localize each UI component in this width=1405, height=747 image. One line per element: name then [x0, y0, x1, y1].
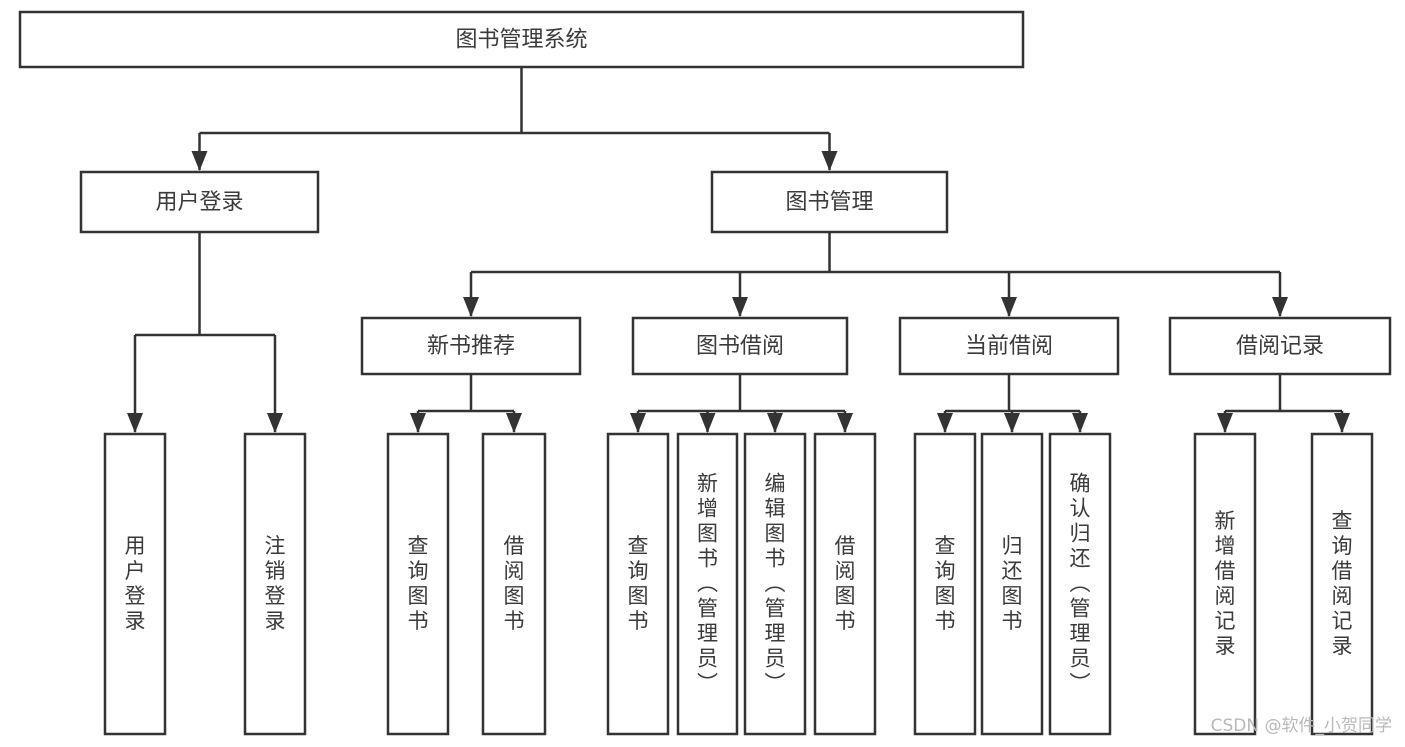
node-leaf-user-login-1-label: 注销登录 [265, 534, 286, 633]
arrow-head-icon [463, 297, 479, 317]
node-leaf-new-book-recommend-1-box[interactable] [481, 432, 547, 736]
arrow-head-icon [1272, 297, 1288, 317]
node-leaf-user-login-1[interactable]: 注销登录 [243, 432, 307, 736]
node-level2-2-label: 当前借阅 [965, 334, 1053, 359]
arrow-head-icon [267, 413, 283, 433]
node-leaf-user-login-0-box[interactable] [103, 432, 167, 736]
node-leaf-book-borrow-2-box[interactable] [743, 432, 807, 736]
node-root-system[interactable]: 图书管理系统 [18, 10, 1025, 69]
node-leaf-new-book-recommend-1[interactable]: 借阅图书 [481, 432, 547, 736]
node-level2-0[interactable]: 新书推荐 [360, 316, 582, 376]
node-leaf-book-borrow-3-box[interactable] [813, 432, 877, 736]
node-level2-1-box[interactable] [631, 316, 849, 376]
node-leaf-book-borrow-1-box[interactable] [676, 432, 739, 736]
node-leaf-current-borrow-2-label: 确认归还︵管理员︶ [1070, 472, 1091, 696]
arrow-head-icon [1072, 413, 1088, 433]
arrow-head-icon [732, 297, 748, 317]
node-level2-2[interactable]: 当前借阅 [898, 316, 1120, 376]
node-leaf-book-borrow-1[interactable]: 新增图书︵管理员︶ [676, 432, 739, 736]
node-leaf-book-borrow-0[interactable]: 查询图书 [606, 432, 670, 736]
node-leaf-new-book-recommend-1-label: 借阅图书 [504, 534, 525, 633]
node-leaf-book-borrow-2[interactable]: 编辑图书︵管理员︶ [743, 432, 807, 736]
node-level2-2-box[interactable] [898, 316, 1120, 376]
arrow-head-icon [767, 413, 783, 433]
node-level1-1[interactable]: 图书管理 [710, 170, 949, 234]
csdn-watermark: CSDN @软件_小贺同学 [1211, 716, 1392, 736]
node-level1-0-label: 用户登录 [155, 190, 243, 215]
node-leaf-current-borrow-2[interactable]: 确认归还︵管理员︶ [1048, 432, 1112, 736]
node-leaf-current-borrow-0[interactable]: 查询图书 [913, 432, 977, 736]
node-level1-0-box[interactable] [79, 170, 320, 234]
node-leaf-borrow-record-1[interactable]: 查询借阅记录 [1310, 432, 1374, 736]
node-leaf-user-login-1-box[interactable] [243, 432, 307, 736]
node-leaf-user-login-0[interactable]: 用户登录 [103, 432, 167, 736]
node-leaf-book-borrow-0-box[interactable] [606, 432, 670, 736]
node-level1-0[interactable]: 用户登录 [79, 170, 320, 234]
node-level2-1[interactable]: 图书借阅 [631, 316, 849, 376]
arrow-head-icon [506, 413, 522, 433]
node-level2-3-box[interactable] [1168, 316, 1392, 376]
node-level1-1-box[interactable] [710, 170, 949, 234]
node-leaf-borrow-record-0[interactable]: 新增借阅记录 [1193, 432, 1257, 736]
node-leaf-new-book-recommend-0-box[interactable] [386, 432, 450, 736]
node-leaf-book-borrow-3-label: 借阅图书 [835, 534, 856, 633]
node-level2-3-label: 借阅记录 [1236, 334, 1324, 359]
node-leaf-current-borrow-1-box[interactable] [980, 432, 1044, 736]
node-leaf-new-book-recommend-0[interactable]: 查询图书 [386, 432, 450, 736]
node-leaf-borrow-record-1-box[interactable] [1310, 432, 1374, 736]
arrow-head-icon [1001, 297, 1017, 317]
node-leaf-current-borrow-1[interactable]: 归还图书 [980, 432, 1044, 736]
node-leaf-new-book-recommend-0-label: 查询图书 [408, 534, 429, 633]
node-leaf-book-borrow-0-label: 查询图书 [628, 534, 649, 633]
node-leaf-current-borrow-1-label: 归还图书 [1002, 534, 1023, 633]
connectors-layer [127, 67, 1350, 433]
arrow-head-icon [1217, 413, 1233, 433]
node-leaf-borrow-record-0-box[interactable] [1193, 432, 1257, 736]
node-leaf-borrow-record-0-label: 新增借阅记录 [1215, 509, 1236, 658]
node-leaf-current-borrow-0-box[interactable] [913, 432, 977, 736]
arrow-head-icon [1334, 413, 1350, 433]
node-level2-0-box[interactable] [360, 316, 582, 376]
arrow-head-icon [937, 413, 953, 433]
node-level2-3[interactable]: 借阅记录 [1168, 316, 1392, 376]
arrow-head-icon [1004, 413, 1020, 433]
node-leaf-user-login-0-label: 用户登录 [125, 534, 146, 633]
node-level2-1-label: 图书借阅 [696, 334, 784, 359]
arrow-head-icon [127, 413, 143, 433]
node-root-system-box[interactable] [18, 10, 1025, 69]
arrow-head-icon [410, 413, 426, 433]
node-leaf-book-borrow-2-label: 编辑图书︵管理员︶ [765, 472, 786, 696]
node-leaf-current-borrow-0-label: 查询图书 [935, 534, 956, 633]
arrow-head-icon [191, 151, 208, 171]
arrow-head-icon [630, 413, 646, 433]
node-leaf-book-borrow-3[interactable]: 借阅图书 [813, 432, 877, 736]
node-leaf-current-borrow-2-box[interactable] [1048, 432, 1112, 736]
node-level2-0-label: 新书推荐 [427, 334, 515, 359]
arrow-head-icon [821, 151, 838, 171]
arrow-head-icon [837, 413, 853, 433]
node-root-system-label: 图书管理系统 [455, 28, 587, 53]
arrow-head-icon [699, 413, 716, 433]
node-leaf-borrow-record-1-label: 查询借阅记录 [1332, 509, 1353, 658]
node-level1-1-label: 图书管理 [785, 190, 873, 215]
node-leaf-book-borrow-1-label: 新增图书︵管理员︶ [697, 472, 718, 696]
